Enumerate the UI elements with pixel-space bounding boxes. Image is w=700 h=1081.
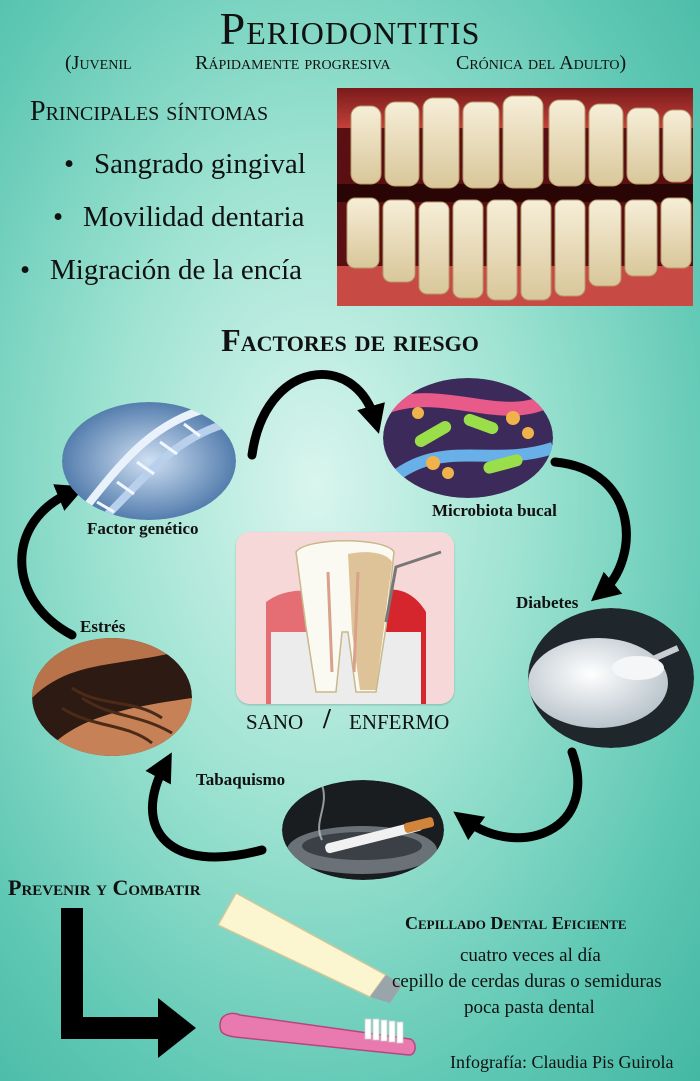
label-sick: ENFERMO bbox=[349, 710, 450, 734]
label-diabetes: Diabetes bbox=[516, 593, 579, 612]
brushing-tip: poca pasta dental bbox=[464, 997, 595, 1018]
tooth-cross-section-illustration bbox=[236, 532, 454, 704]
symptom-item: •Movilidad dentaria bbox=[53, 201, 305, 233]
page-title: Periodontitis bbox=[219, 3, 481, 54]
label-slash: / bbox=[323, 704, 331, 735]
label-genetic: Factor genético bbox=[87, 519, 199, 538]
risk-factors-heading: Factores de riesgo bbox=[221, 322, 479, 358]
arrow-diabetes-to-smoking bbox=[453, 747, 583, 843]
symptom-item: •Migración de la encía bbox=[20, 254, 303, 286]
subtitle-chronic: Crónica del Adulto) bbox=[456, 52, 627, 74]
teeth-photo bbox=[337, 88, 693, 306]
label-microbiota: Microbiota bucal bbox=[432, 501, 557, 520]
label-healthy: SANO bbox=[246, 710, 304, 734]
arrow-microbiota-to-diabetes bbox=[550, 457, 631, 602]
cigarette-image bbox=[282, 780, 444, 880]
label-stress: Estrés bbox=[80, 617, 126, 636]
toothbrush-image bbox=[219, 1012, 416, 1056]
brushing-heading: Cepillado Dental Eficiente bbox=[405, 913, 627, 933]
brushing-tip: cuatro veces al día bbox=[460, 945, 601, 966]
arrow-smoking-to-stress bbox=[145, 752, 267, 862]
label-smoking: Tabaquismo bbox=[196, 770, 286, 789]
prevent-arrow bbox=[61, 908, 196, 1058]
credit: Infografía: Claudia Pis Guirola bbox=[450, 1052, 674, 1072]
brushing-tip: cepillo de cerdas duras o semiduras bbox=[392, 971, 662, 992]
symptoms-heading: Principales síntomas bbox=[30, 96, 269, 127]
stress-image bbox=[32, 638, 192, 756]
arrow-stress-to-genetic bbox=[17, 484, 86, 640]
sugar-image bbox=[528, 608, 694, 748]
symptom-item: •Sangrado gingival bbox=[64, 148, 306, 180]
arrow-genetic-to-microbiota bbox=[247, 370, 385, 460]
toothpaste-tube-image bbox=[216, 891, 402, 1003]
dna-image bbox=[62, 402, 236, 520]
subtitle-juvenil: (Juvenil bbox=[65, 52, 132, 74]
prevent-heading: Prevenir y Combatir bbox=[8, 875, 201, 900]
subtitle-rapid: Rápidamente progresiva bbox=[195, 52, 391, 74]
microbiota-image bbox=[383, 378, 553, 498]
